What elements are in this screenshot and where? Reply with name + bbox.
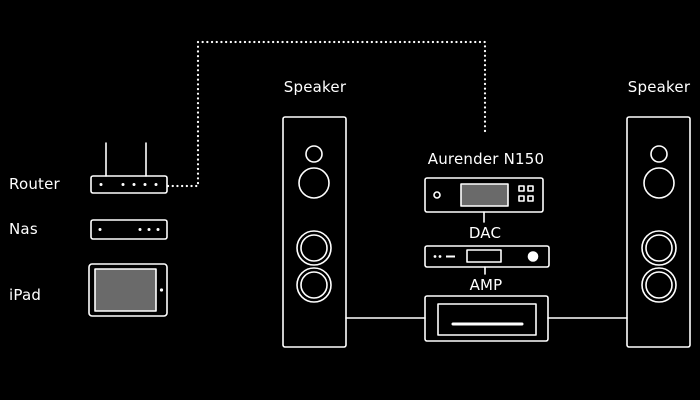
ipad-label: iPad — [9, 286, 42, 304]
nas-label: Nas — [9, 220, 38, 238]
speaker-right-label: Speaker — [627, 78, 691, 96]
tablet-icon — [88, 263, 168, 317]
dac-label: DAC — [468, 224, 502, 242]
streamer-label: Aurender N150 — [427, 150, 545, 168]
network-connection-dotted — [166, 40, 487, 188]
router-icon — [90, 142, 168, 194]
router-label: Router — [9, 175, 60, 193]
nas-icon — [90, 219, 168, 240]
speaker-left-icon — [282, 116, 347, 348]
speaker-left-label: Speaker — [283, 78, 347, 96]
streamer-icon — [424, 177, 544, 213]
amplifier-icon — [424, 295, 549, 342]
dac-icon — [424, 245, 550, 268]
amp-label: AMP — [469, 276, 503, 294]
speaker-right-icon — [626, 116, 691, 348]
